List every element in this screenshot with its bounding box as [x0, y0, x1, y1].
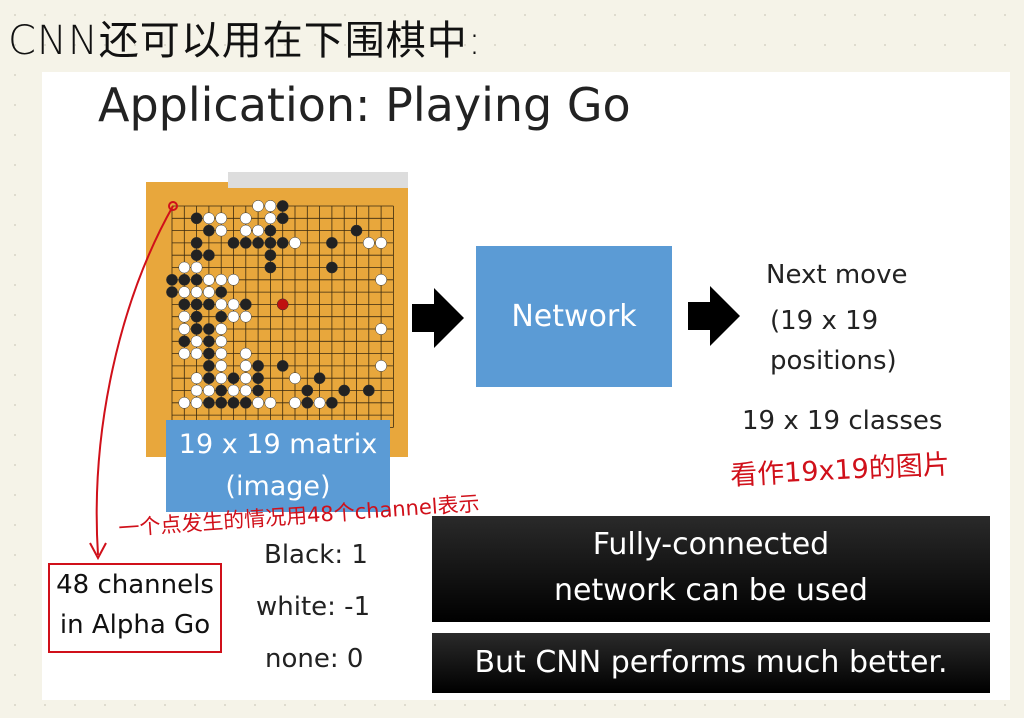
- channels-box: 48 channels in Alpha Go: [48, 563, 222, 653]
- image-label: (image): [225, 471, 331, 502]
- fc-line-2: network can be used: [554, 573, 868, 608]
- slide-title: Application: Playing Go: [98, 78, 631, 132]
- positions-label-2: positions): [770, 346, 897, 376]
- black-value: Black: 1: [264, 540, 368, 570]
- go-board-image: [146, 172, 408, 457]
- alphago-label: in Alpha Go: [59, 610, 211, 640]
- white-value: white: -1: [256, 592, 371, 622]
- fc-line-1: Fully-connected: [592, 527, 830, 562]
- handwritten-title: CNN还可以用在下围棋中:: [8, 18, 483, 64]
- positions-label: (19 x 19: [770, 306, 879, 336]
- none-value: none: 0: [265, 644, 364, 674]
- matrix-label: 19 x 19 matrix: [178, 429, 378, 460]
- next-move-label: Next move: [766, 260, 908, 290]
- matrix-label-box: 19 x 19 matrix (image): [166, 420, 390, 512]
- fully-connected-box: Fully-connected network can be used: [432, 516, 990, 622]
- arrow-right-icon: [412, 288, 464, 348]
- classes-label: 19 x 19 classes: [742, 406, 943, 436]
- channels-label: 48 channels: [56, 570, 214, 600]
- arrow-right-icon: [688, 286, 740, 346]
- network-box: Network: [476, 246, 672, 387]
- cnn-better-box: But CNN performs much better.: [432, 633, 990, 693]
